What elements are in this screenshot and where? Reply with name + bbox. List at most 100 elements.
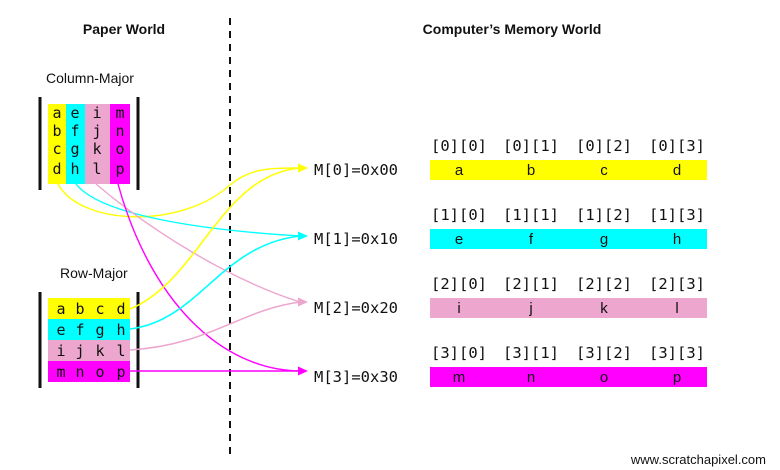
column-major-col-1 xyxy=(66,104,85,184)
column-major-cell: j xyxy=(92,122,101,140)
memory-index-label: [0][1] xyxy=(503,137,559,155)
memory-value: j xyxy=(528,300,532,317)
memory-index-label: [3][0] xyxy=(431,344,487,362)
memory-row-bar xyxy=(430,229,707,249)
memory-value: h xyxy=(673,231,681,248)
memory-index-label: [1][1] xyxy=(503,206,559,224)
row-major-cell: h xyxy=(116,321,125,339)
row-major-arrow-1 xyxy=(129,235,301,330)
memory-index-label: [0][0] xyxy=(431,137,487,155)
column-major-cell: c xyxy=(52,140,61,158)
row-major-cell: p xyxy=(116,363,125,381)
memory-index-label: [0][2] xyxy=(576,137,632,155)
column-major-col-3 xyxy=(110,104,130,184)
row-major-cell: j xyxy=(75,342,84,360)
row-major-cell: m xyxy=(56,363,65,381)
row-major-arrow-2 xyxy=(129,301,301,351)
memory-value: a xyxy=(455,162,464,179)
column-major-cell: a xyxy=(52,104,61,122)
column-major-cell: f xyxy=(70,122,79,140)
column-major-col-0 xyxy=(48,104,66,184)
memory-row-bar xyxy=(430,298,707,318)
row-major-arrow-0 xyxy=(129,167,301,310)
row-major-cell: c xyxy=(95,300,104,318)
memory-value: d xyxy=(673,162,681,179)
column-major-cell: p xyxy=(115,160,124,178)
memory-index-label: [3][2] xyxy=(576,344,632,362)
memory-value: p xyxy=(673,369,681,386)
memory-index-label: [1][0] xyxy=(431,206,487,224)
memory-index-label: [2][3] xyxy=(649,275,705,293)
memory-row-bar xyxy=(430,367,707,387)
column-major-arrow-2 xyxy=(95,183,301,303)
memory-index-label: [1][2] xyxy=(576,206,632,224)
arrowhead-2 xyxy=(298,297,308,307)
memory-address-label: M[1]=0x10 xyxy=(314,230,398,248)
row-major-row-2 xyxy=(48,340,130,361)
memory-value: m xyxy=(453,369,466,386)
column-major-cell: n xyxy=(115,122,124,140)
column-major-cell: o xyxy=(115,140,124,158)
column-major-cell: l xyxy=(92,160,101,178)
column-major-label: Column-Major xyxy=(46,70,134,86)
column-major-cell: h xyxy=(70,160,79,178)
row-major-cell: n xyxy=(75,363,84,381)
memory-value: o xyxy=(600,369,608,386)
memory-index-label: [2][2] xyxy=(576,275,632,293)
row-major-cell: i xyxy=(56,342,65,360)
memory-index-label: [1][3] xyxy=(649,206,705,224)
memory-address-label: M[3]=0x30 xyxy=(314,368,398,386)
row-major-label: Row-Major xyxy=(60,265,128,281)
memory-index-label: [2][0] xyxy=(431,275,487,293)
footer-credit: www.scratchapixel.com xyxy=(630,452,766,467)
memory-value: l xyxy=(675,300,678,317)
memory-value: f xyxy=(529,231,534,248)
memory-value: e xyxy=(455,231,463,248)
row-major-row-3 xyxy=(48,361,130,382)
row-major-cell: e xyxy=(56,321,65,339)
memory-value: c xyxy=(600,162,608,179)
memory-world-heading: Computer’s Memory World xyxy=(423,21,602,37)
row-major-row-1 xyxy=(48,319,130,340)
row-major-cell: a xyxy=(56,300,65,318)
arrowhead-3 xyxy=(298,366,308,376)
row-major-cell: k xyxy=(95,342,104,360)
memory-value: k xyxy=(600,300,608,317)
arrowhead-1 xyxy=(298,231,308,241)
column-major-cell: i xyxy=(92,104,101,122)
arrowhead-0 xyxy=(298,163,308,173)
column-major-arrow-1 xyxy=(75,183,301,237)
column-major-arrow-3 xyxy=(117,183,301,372)
column-major-arrow-0 xyxy=(57,167,301,218)
memory-index-label: [2][1] xyxy=(503,275,559,293)
memory-rows: [0][0] [0][1] [0][2] [0][3] a b c d M[0]=0x00 [1]… xyxy=(314,137,707,387)
memory-address-label: M[0]=0x00 xyxy=(314,161,398,179)
memory-row-1: [1][0] [1][1] [1][2] [1][3] e f g h M[1]=0x10 xyxy=(314,206,707,249)
memory-index-label: [0][3] xyxy=(649,137,705,155)
memory-address-label: M[2]=0x20 xyxy=(314,299,398,317)
memory-row-bar xyxy=(430,160,707,180)
column-major-cell: g xyxy=(70,140,79,158)
memory-index-label: [3][3] xyxy=(649,344,705,362)
row-major-cell: b xyxy=(75,300,84,318)
row-major-cell: o xyxy=(95,363,104,381)
mapping-arrows xyxy=(57,163,308,376)
column-major-cell: m xyxy=(115,104,124,122)
row-major-cell: g xyxy=(95,321,104,339)
memory-row-0: [0][0] [0][1] [0][2] [0][3] a b c d M[0]=0x00 xyxy=(314,137,707,180)
column-major-cell: b xyxy=(52,122,61,140)
column-major-cell: e xyxy=(70,104,79,122)
row-major-row-0 xyxy=(48,298,130,319)
paper-world-heading: Paper World xyxy=(83,21,165,37)
row-major-cell: d xyxy=(116,300,125,318)
memory-value: g xyxy=(600,231,608,248)
row-major-cell: f xyxy=(75,321,84,339)
memory-value: b xyxy=(527,162,535,179)
column-major-cell: k xyxy=(92,140,101,158)
memory-value: n xyxy=(527,369,535,386)
